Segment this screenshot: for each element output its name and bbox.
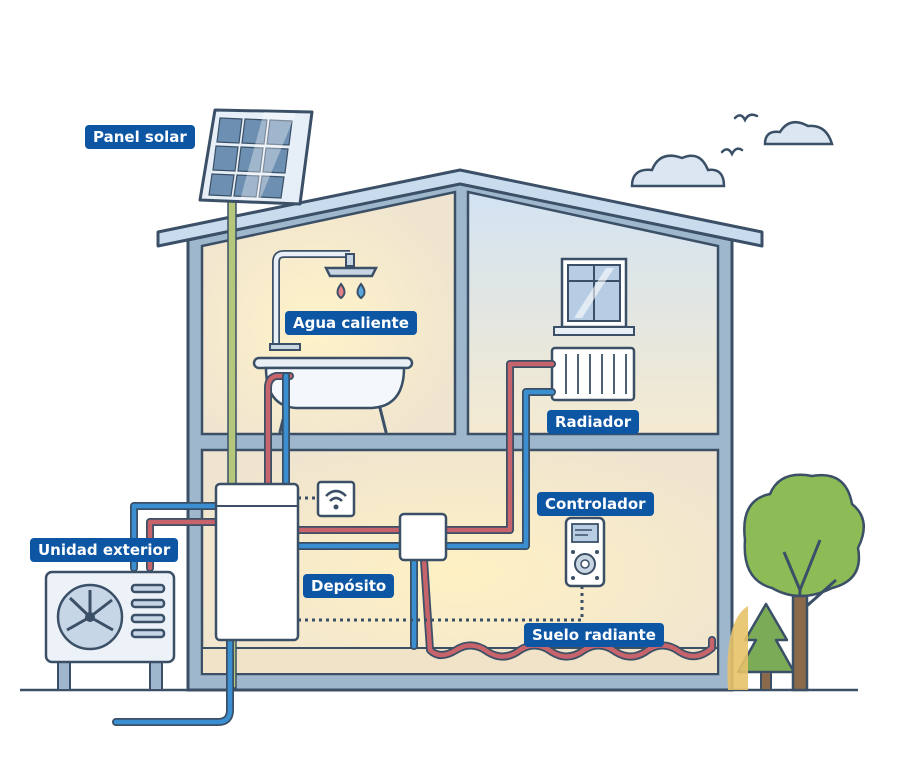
distribution-manifold (398, 512, 448, 562)
shrub (727, 606, 748, 690)
bathtub-icon (252, 356, 414, 434)
shower-icon (269, 250, 379, 351)
window-icon (553, 257, 635, 336)
tank-label: Depósito (303, 574, 395, 598)
wifi-icon (316, 480, 356, 518)
outdoor-unit-label: Unidad exterior (30, 538, 179, 562)
tree-icon (743, 473, 865, 692)
solar-panel-label: Panel solar (85, 125, 195, 149)
underfloor-heating-label: Suelo radiante (524, 623, 664, 647)
bird-icon (733, 113, 759, 123)
bird-icon (720, 147, 744, 157)
controller-remote-icon (564, 516, 606, 588)
heat-pump-fan-icon (56, 583, 124, 651)
solar-panel-icon (198, 108, 314, 689)
radiator-label: Radiador (547, 410, 640, 434)
radiator-icon (550, 346, 636, 402)
controller-label: Controlador (537, 492, 654, 516)
cloud-icon (630, 154, 726, 188)
heat-pump-outdoor-unit (44, 570, 176, 691)
hot-water-label: Agua caliente (285, 311, 417, 335)
cloud-icon (763, 120, 834, 146)
hot-water-tank (214, 482, 300, 642)
